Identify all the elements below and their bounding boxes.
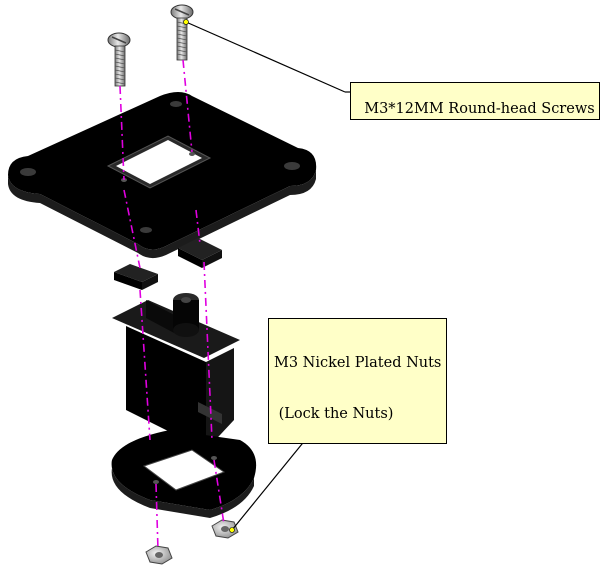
top-mounting-plate	[8, 92, 317, 259]
nut-leader-dot	[229, 527, 235, 533]
assembly-guide-lines	[119, 59, 225, 551]
left-nut	[145, 545, 173, 565]
screw-leader-dot	[183, 19, 189, 25]
nuts-label-line2: (Lock the Nuts)	[274, 406, 394, 422]
right-nut	[211, 519, 239, 539]
nuts-callout-label: M3 Nickel Plated Nuts (Lock the Nuts)	[268, 318, 448, 444]
right-screw	[170, 4, 194, 61]
servo-motor	[112, 293, 240, 450]
screws-callout-label: M3*12MM Round-head Screws	[350, 82, 600, 120]
left-spacer-block	[114, 264, 158, 290]
bottom-ring-bracket	[111, 430, 257, 518]
left-screw	[107, 32, 131, 87]
nuts-label-line1: M3 Nickel Plated Nuts	[274, 355, 442, 371]
screws-label-text: M3*12MM Round-head Screws	[364, 101, 595, 117]
right-spacer-block	[178, 238, 222, 268]
